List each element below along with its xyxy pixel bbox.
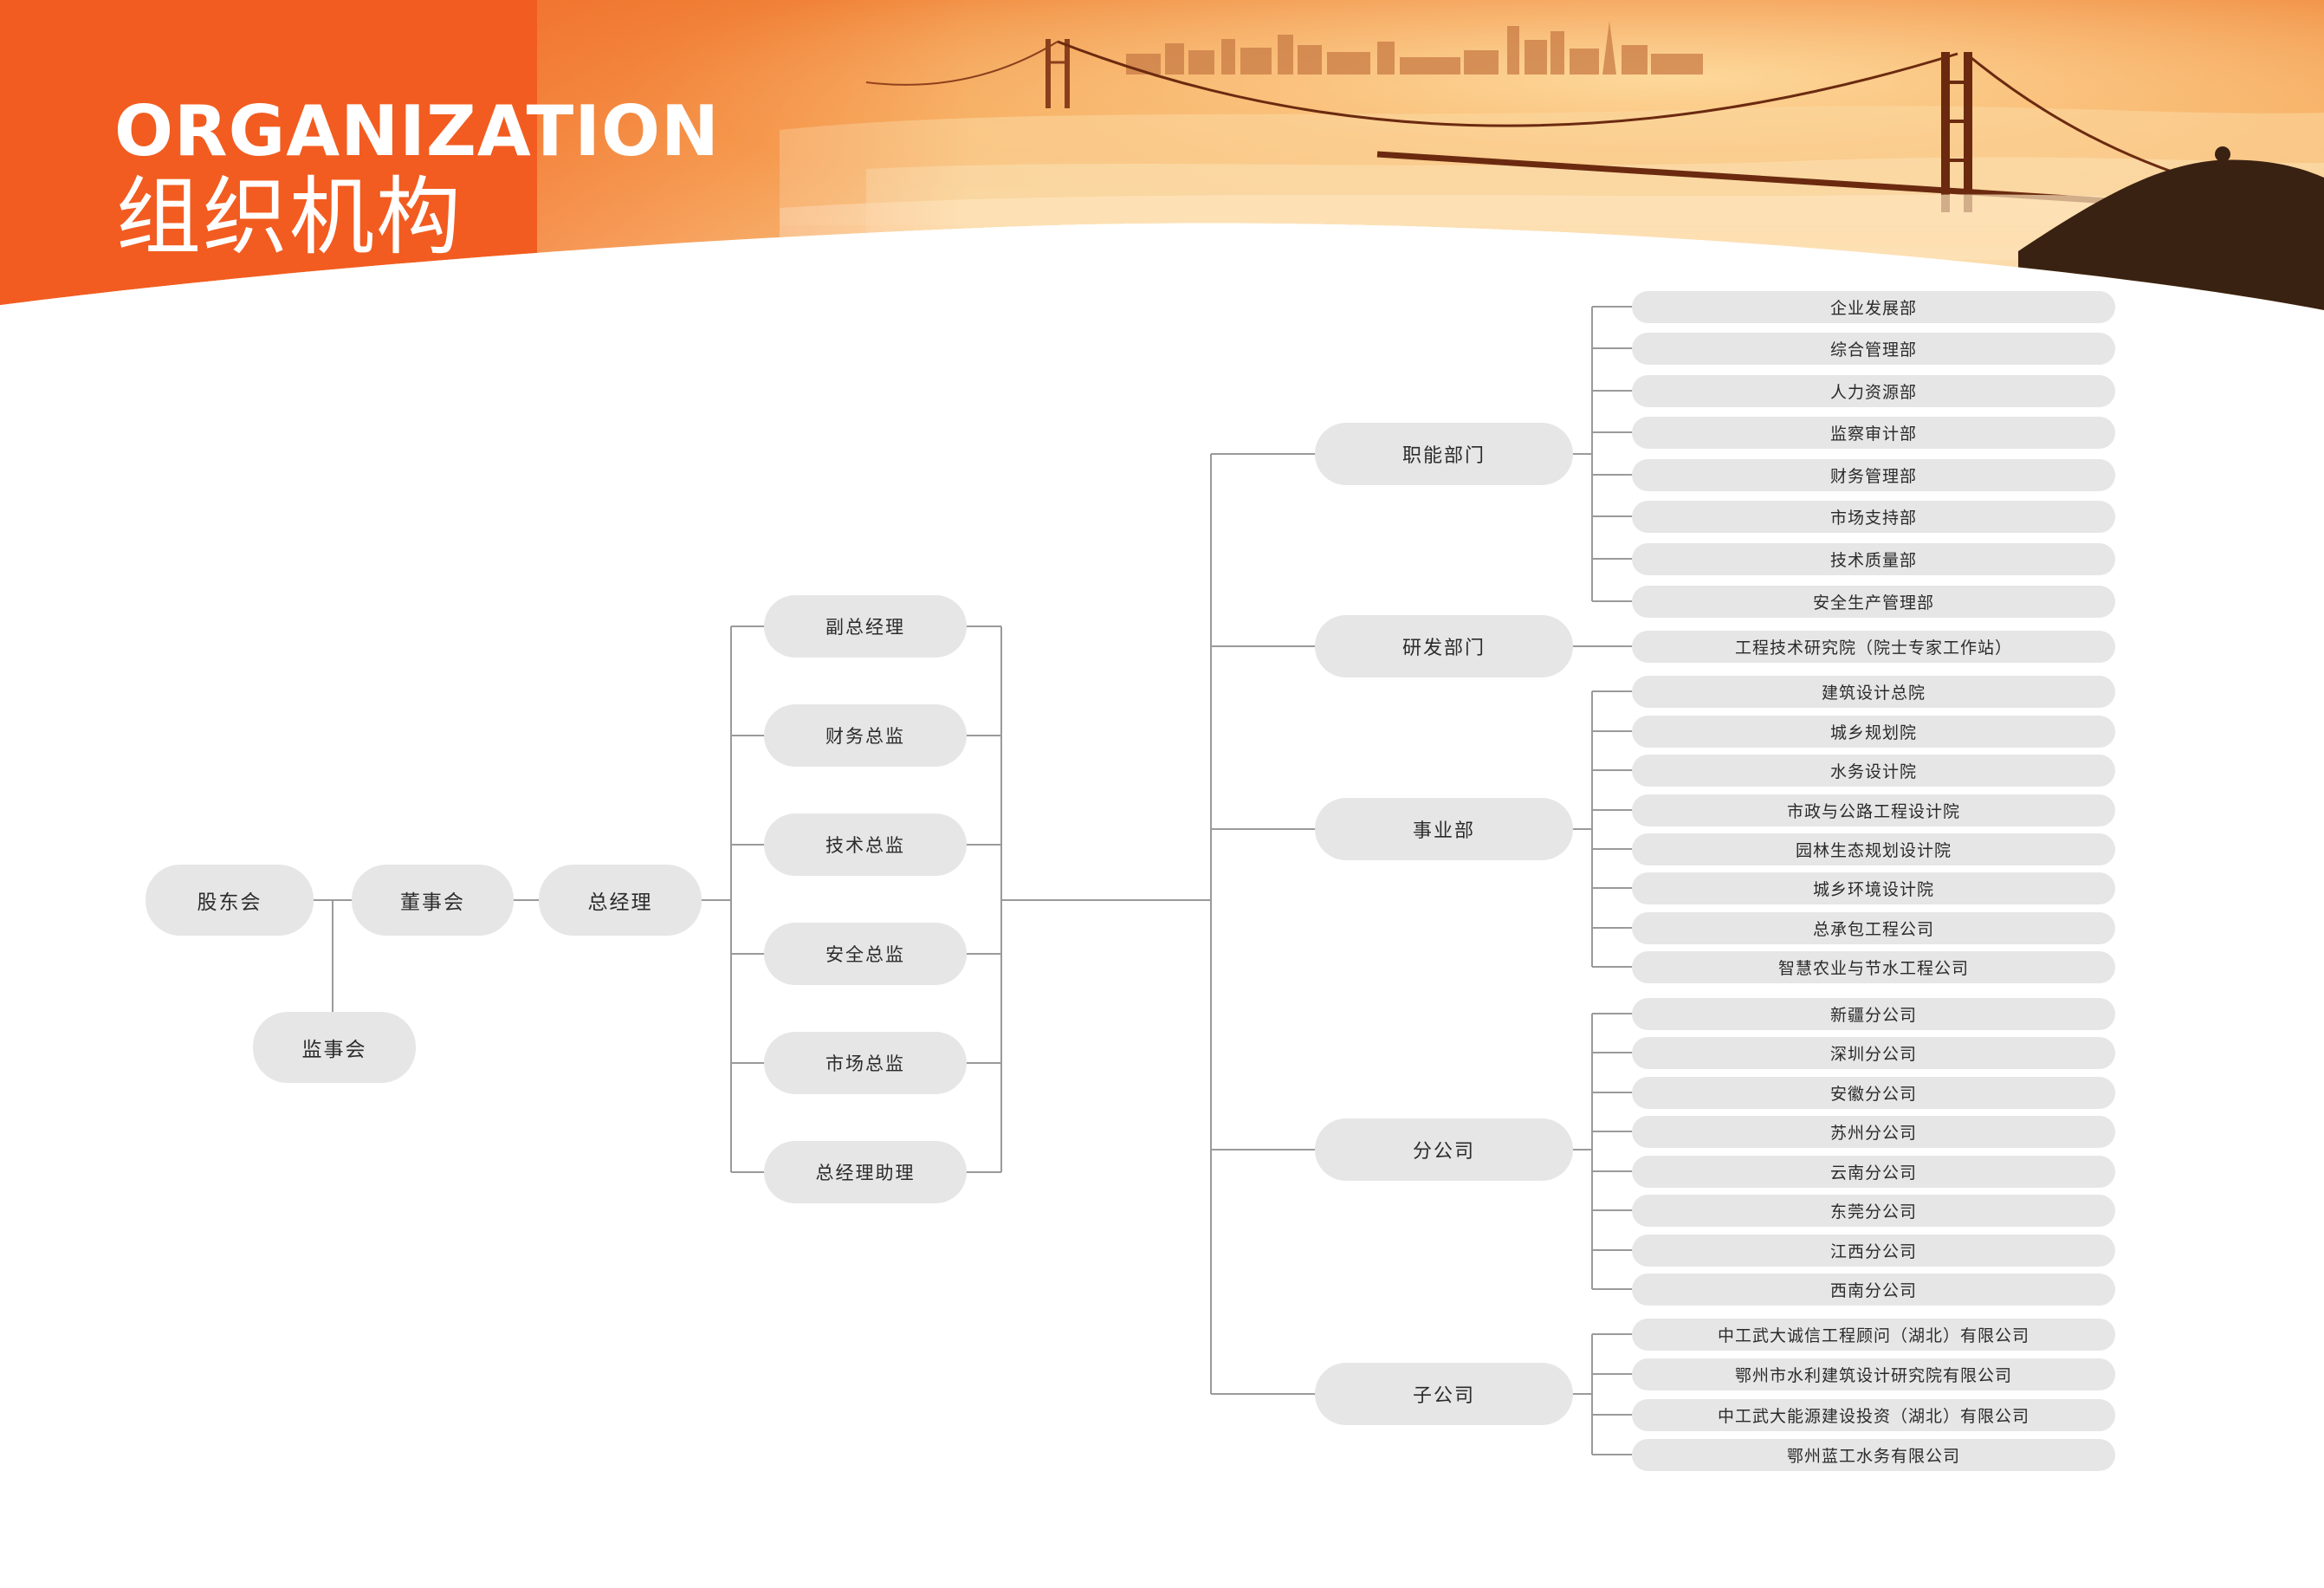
leaf-unit: 新疆分公司 (1632, 998, 2115, 1030)
leaf-unit: 人力资源部 (1632, 375, 2115, 407)
leaf-unit: 综合管理部 (1632, 333, 2115, 365)
leaf-unit: 东莞分公司 (1632, 1195, 2115, 1227)
leaf-unit: 园林生态规划设计院 (1632, 833, 2115, 865)
leaf-unit: 建筑设计总院 (1632, 676, 2115, 708)
leaf-unit: 市场支持部 (1632, 501, 2115, 533)
leaf-unit: 苏州分公司 (1632, 1116, 2115, 1148)
node-division: 职能部门 (1315, 423, 1573, 485)
leaf-unit: 云南分公司 (1632, 1156, 2115, 1188)
node-board: 董事会 (352, 865, 514, 936)
leaf-unit: 市政与公路工程设计院 (1632, 794, 2115, 826)
node-executive: 副总经理 (764, 595, 967, 658)
leaf-unit: 总承包工程公司 (1632, 912, 2115, 944)
node-general-manager: 总经理 (539, 865, 702, 936)
leaf-unit: 鄂州蓝工水务有限公司 (1632, 1439, 2115, 1471)
node-supervisors: 监事会 (253, 1012, 416, 1083)
node-executive: 技术总监 (764, 813, 967, 876)
leaf-unit: 工程技术研究院（院士专家工作站） (1632, 631, 2115, 663)
title-english: ORGANIZATION (114, 91, 720, 172)
leaf-unit: 智慧农业与节水工程公司 (1632, 951, 2115, 983)
leaf-unit: 鄂州市水利建筑设计研究院有限公司 (1632, 1358, 2115, 1390)
node-executive: 安全总监 (764, 923, 967, 985)
node-shareholders: 股东会 (146, 865, 314, 936)
leaf-unit: 水务设计院 (1632, 755, 2115, 787)
node-division: 事业部 (1315, 798, 1573, 860)
leaf-unit: 中工武大能源建设投资（湖北）有限公司 (1632, 1399, 2115, 1431)
leaf-unit: 城乡规划院 (1632, 716, 2115, 748)
leaf-unit: 江西分公司 (1632, 1235, 2115, 1267)
leaf-unit: 企业发展部 (1632, 291, 2115, 323)
node-executive: 财务总监 (764, 704, 967, 767)
leaf-unit: 西南分公司 (1632, 1274, 2115, 1306)
node-division: 子公司 (1315, 1363, 1573, 1425)
hill (2018, 159, 2324, 310)
node-executive: 总经理助理 (764, 1141, 967, 1203)
leaf-unit: 安徽分公司 (1632, 1077, 2115, 1109)
leaf-unit: 安全生产管理部 (1632, 586, 2115, 618)
leaf-unit: 财务管理部 (1632, 459, 2115, 491)
node-executive: 市场总监 (764, 1032, 967, 1094)
leaf-unit: 中工武大诚信工程顾问（湖北）有限公司 (1632, 1319, 2115, 1351)
leaf-unit: 城乡环境设计院 (1632, 872, 2115, 904)
node-division: 研发部门 (1315, 615, 1573, 677)
title-chinese: 组织机构 (116, 168, 463, 267)
leaf-unit: 技术质量部 (1632, 543, 2115, 575)
leaf-unit: 监察审计部 (1632, 417, 2115, 449)
header-banner (0, 0, 2324, 310)
node-division: 分公司 (1315, 1118, 1573, 1181)
leaf-unit: 深圳分公司 (1632, 1037, 2115, 1069)
